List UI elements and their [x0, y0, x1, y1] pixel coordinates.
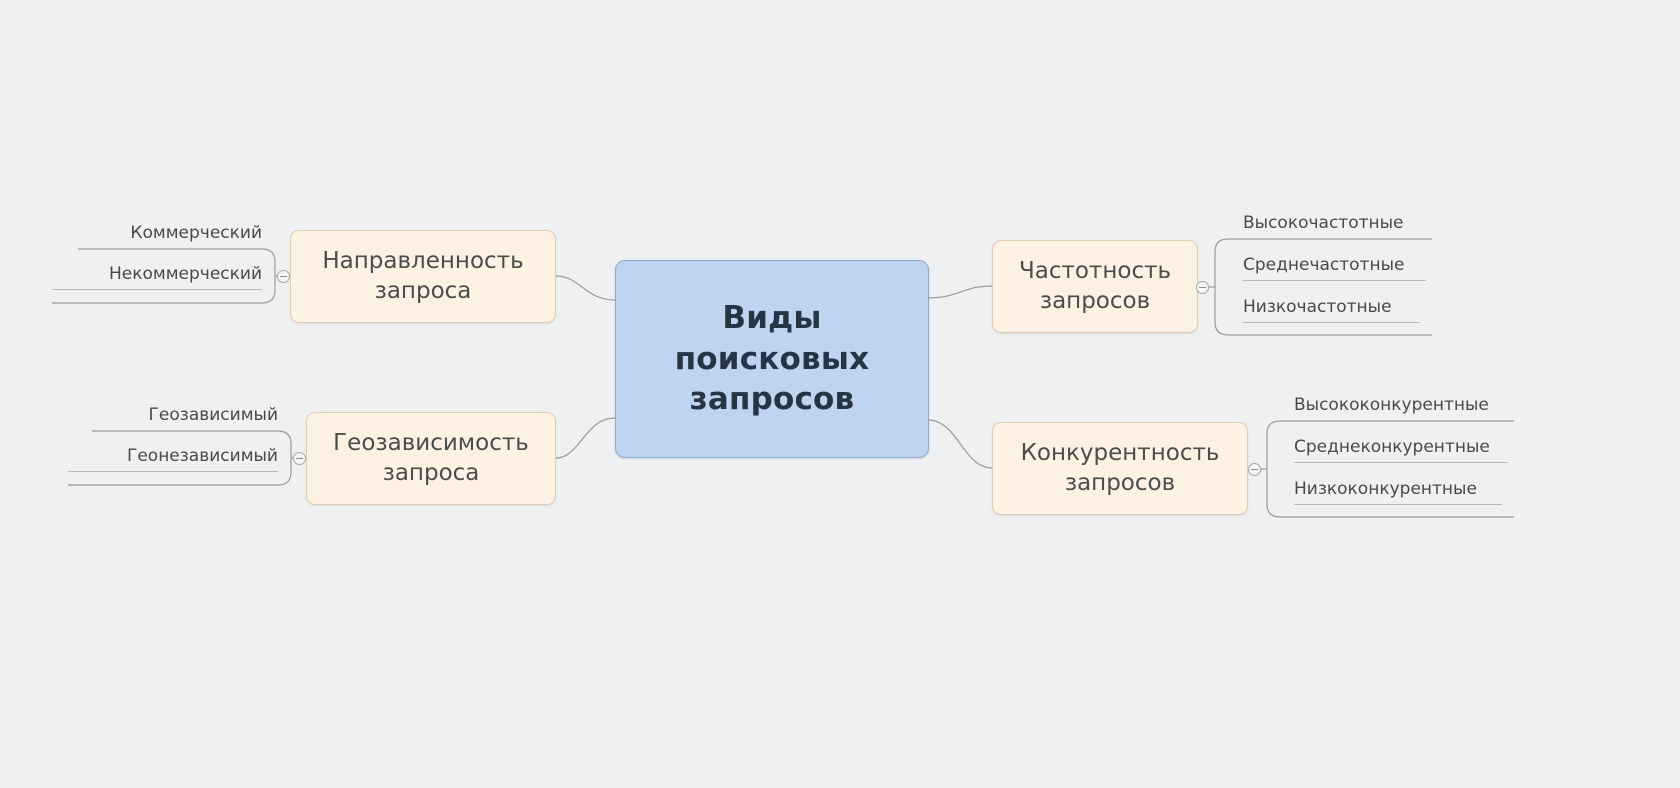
- collapse-toggle-konkurentnost[interactable]: [1248, 463, 1261, 476]
- leaf-nizkochastotnye[interactable]: Низкочастотные: [1243, 299, 1420, 323]
- leaf-nekommercheskiy[interactable]: Некоммерческий: [52, 266, 262, 290]
- central-node[interactable]: Виды поисковых запросов: [615, 260, 929, 458]
- collapse-toggle-napravlennost[interactable]: [277, 270, 290, 283]
- topic-node-geozavisimost[interactable]: Геозависимость запроса: [306, 412, 556, 505]
- topic-node-napravlennost[interactable]: Направленность запроса: [290, 230, 556, 323]
- leaf-srednechastotnye[interactable]: Среднечастотные: [1243, 257, 1426, 281]
- topic-node-konkurentnost[interactable]: Конкурентность запросов: [992, 422, 1248, 515]
- topic-node-chastotnost[interactable]: Частотность запросов: [992, 240, 1198, 333]
- leaf-vysokokonkurentnye[interactable]: Высококонкурентные: [1294, 397, 1514, 421]
- collapse-toggle-chastotnost[interactable]: [1196, 281, 1209, 294]
- edge-central-geozavisimost: [555, 417, 616, 459]
- leaf-kommercheskiy[interactable]: Коммерческий: [78, 225, 262, 249]
- leaf-vysokochastotnye[interactable]: Высокочастотные: [1243, 215, 1432, 239]
- leaf-geonezavisimyy[interactable]: Геонезависимый: [68, 448, 278, 472]
- leaf-geozavisimyy[interactable]: Геозависимый: [92, 407, 278, 431]
- collapse-toggle-geozavisimost[interactable]: [293, 452, 306, 465]
- edge-central-napravlennost: [555, 275, 616, 301]
- edge-central-chastotnost: [927, 285, 993, 299]
- edge-central-konkurentnost: [927, 419, 993, 469]
- leaf-nizkokonkurentnye[interactable]: Низкоконкурентные: [1294, 481, 1502, 505]
- leaf-srednekonkurentnye[interactable]: Среднеконкурентные: [1294, 439, 1508, 463]
